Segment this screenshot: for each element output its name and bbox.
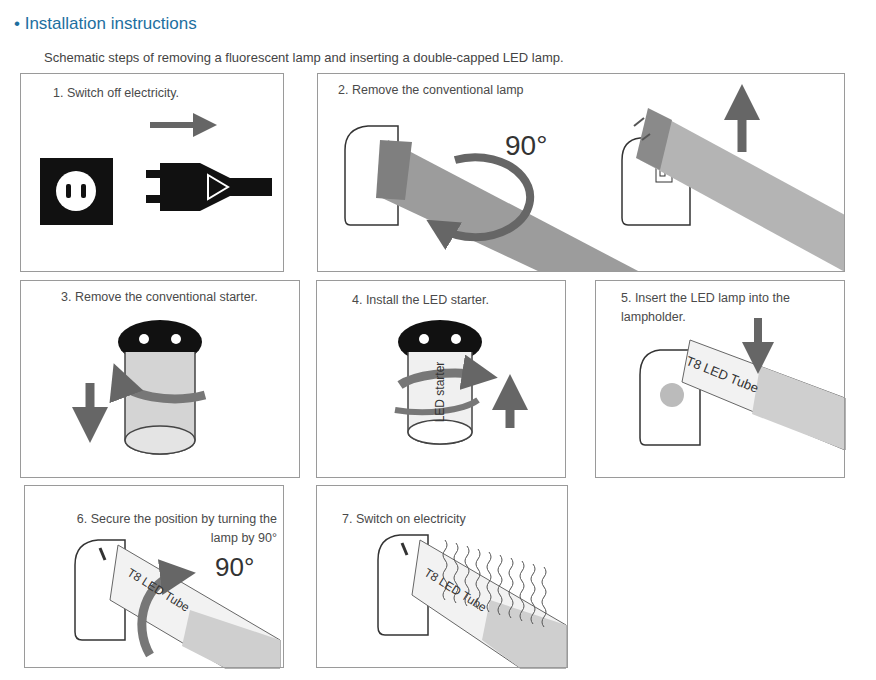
step-panel: 2. Remove the conventional lamp (317, 73, 845, 272)
step-panel: 1. Switch off electricity. (20, 73, 284, 272)
step-text: 5. Insert the LED lamp into the lamphold… (621, 289, 826, 327)
step-text: 2. Remove the conventional lamp (338, 81, 638, 100)
step-text: 6. Secure the position by turning the la… (49, 510, 277, 548)
light-wave (498, 555, 502, 615)
product-label: LED starter (433, 362, 447, 423)
light-wave (509, 558, 513, 618)
step-text: 4. Install the LED starter. (352, 291, 552, 310)
step-text: 7. Switch on electricity (342, 510, 542, 529)
step-text: 1. Switch off electricity. (53, 84, 273, 103)
light-wave (542, 567, 546, 627)
angle-label: 90° (505, 130, 547, 162)
subtitle: Schematic steps of removing a fluorescen… (44, 50, 564, 65)
angle-label: 90° (215, 552, 254, 583)
step-text: 3. Remove the conventional starter. (61, 288, 291, 307)
light-wave (520, 561, 524, 621)
light-wave (531, 564, 535, 624)
step-panel: 3. Remove the conventional starter. (20, 280, 300, 478)
page-title: • Installation instructions (14, 14, 197, 34)
